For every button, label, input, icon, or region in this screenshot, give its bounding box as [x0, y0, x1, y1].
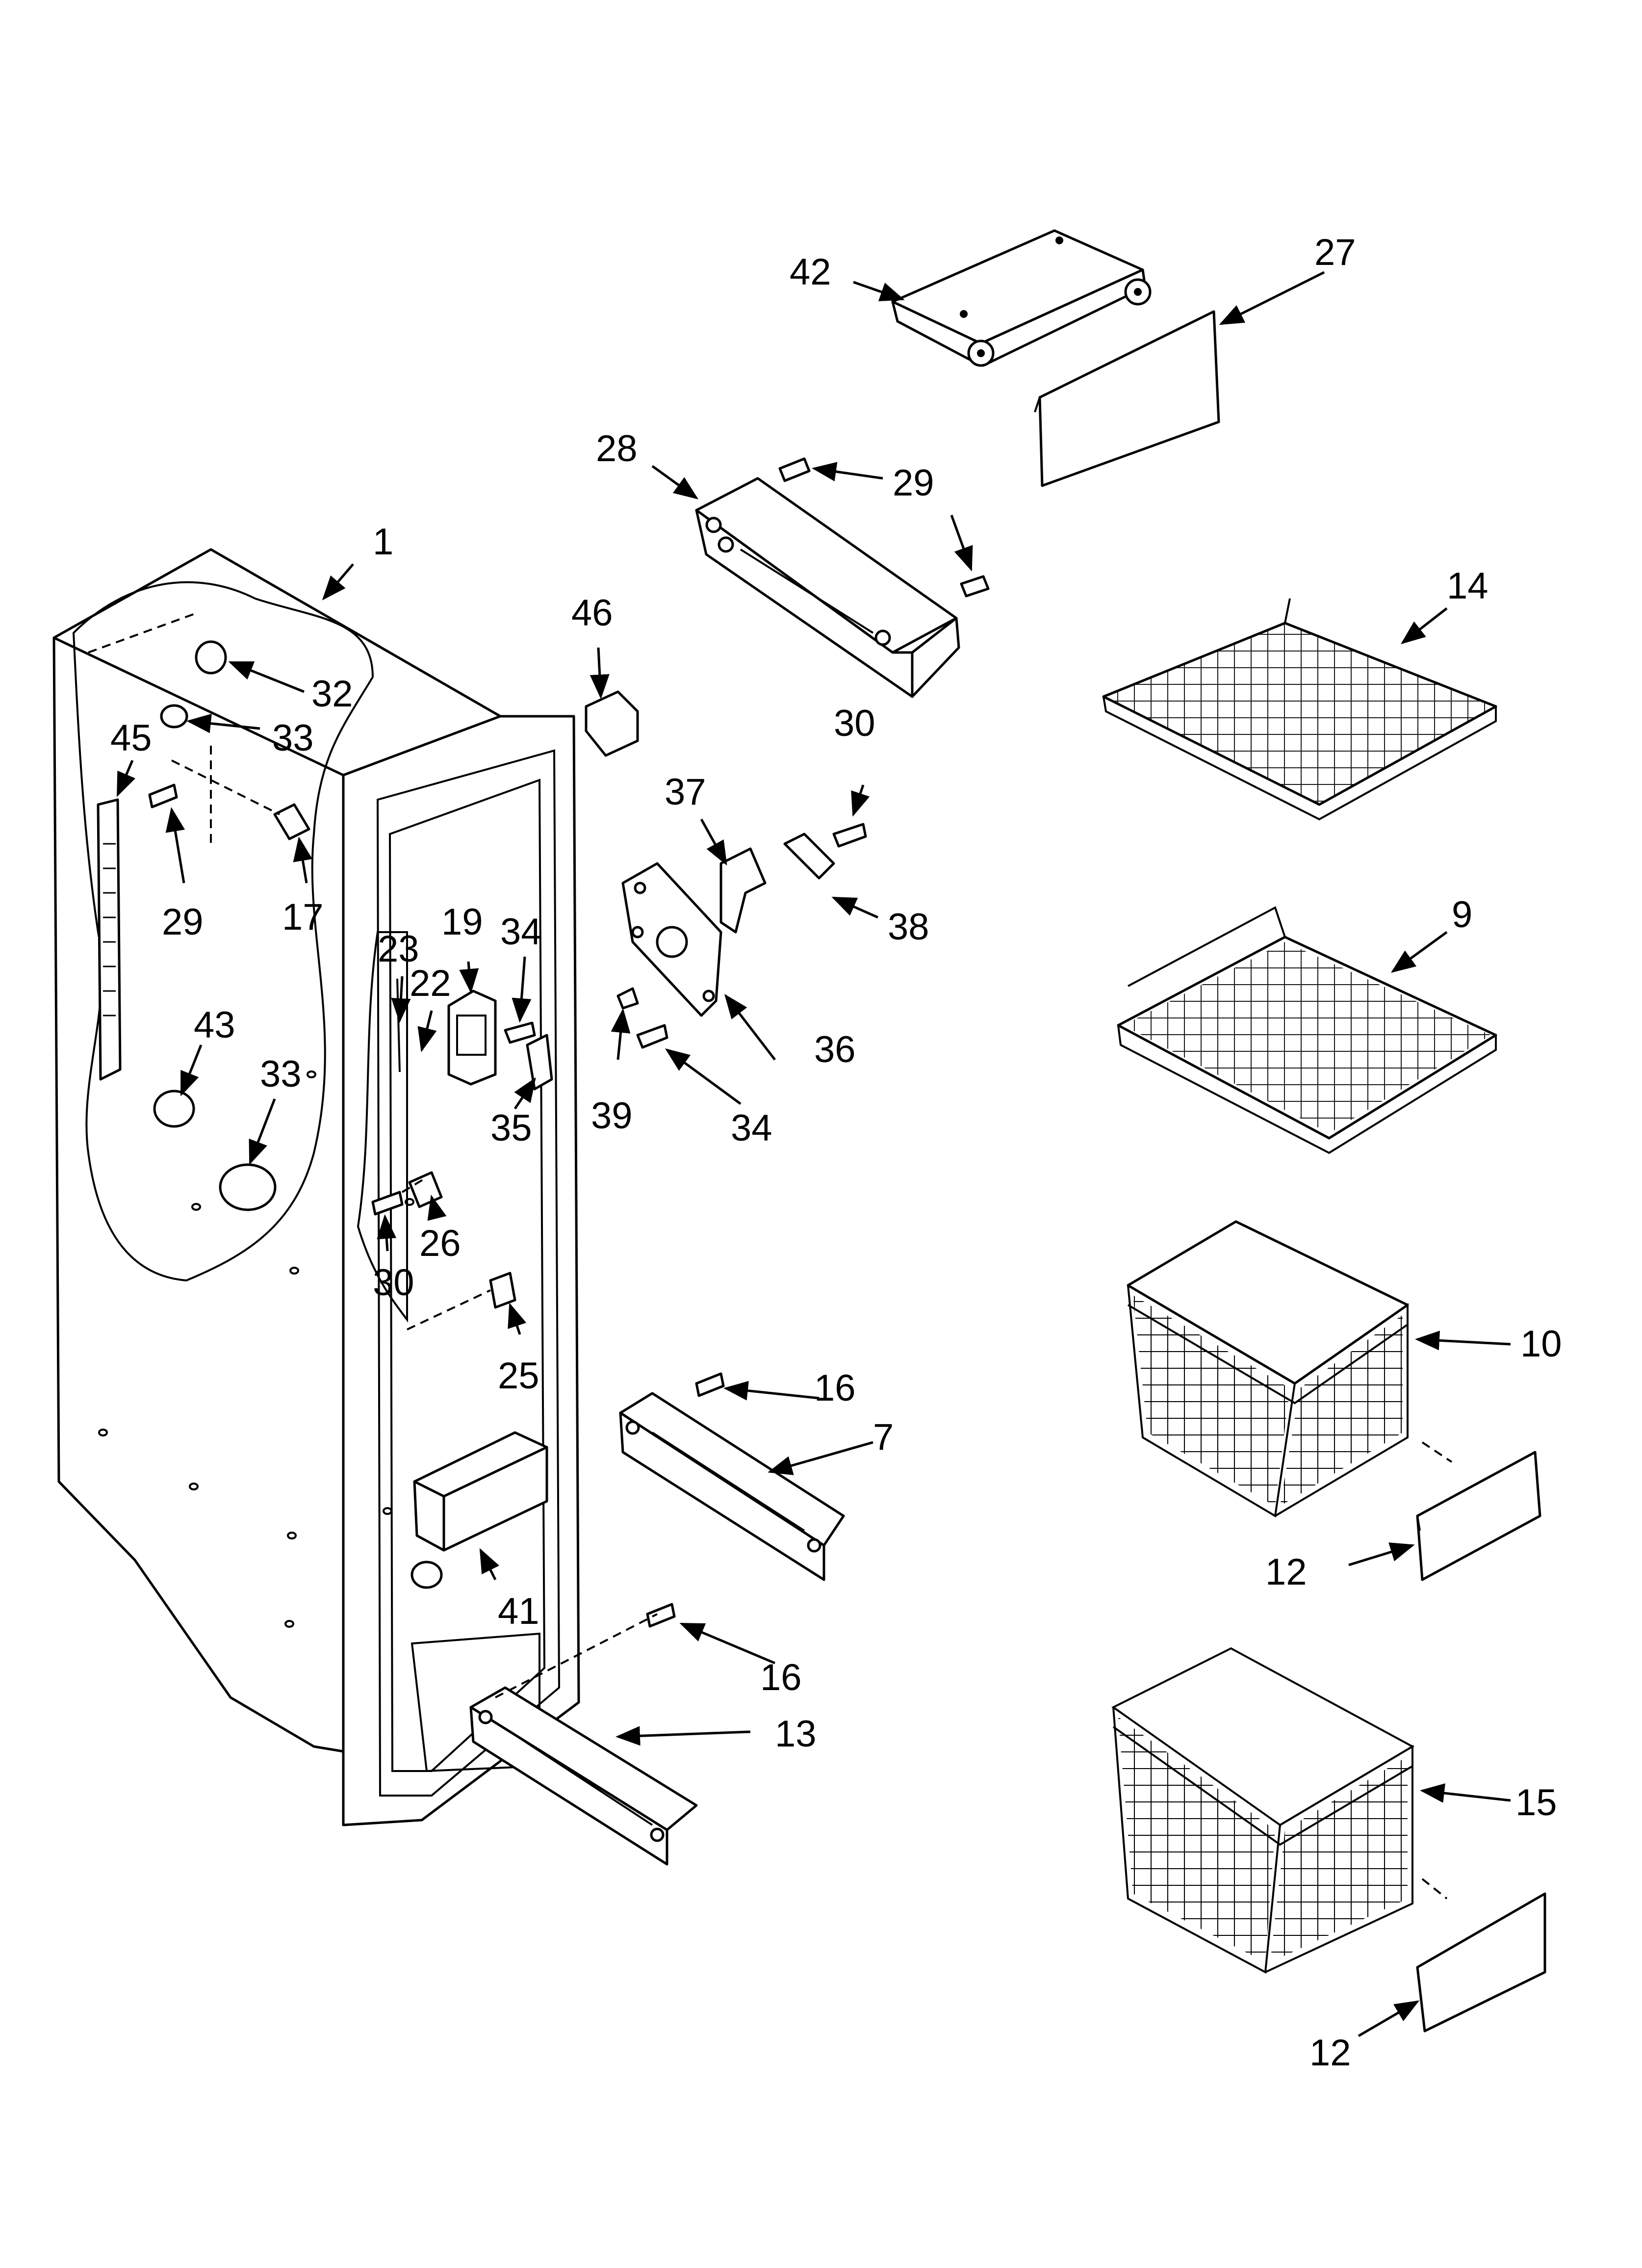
- alignment-lines: [88, 612, 1453, 1900]
- bar-part-45: [97, 798, 122, 1081]
- callout-43: 43: [194, 1004, 235, 1046]
- callout-34-upper: 34: [500, 911, 542, 953]
- callout-12-lower: 12: [1309, 2032, 1351, 2074]
- leader-lines: [116, 271, 1511, 2037]
- basket-handle-part-12-upper: [1416, 1451, 1541, 1581]
- damper-part-46: [585, 690, 639, 757]
- control-housing-part-36: [621, 862, 722, 1017]
- fan-housing-part-41: [410, 1431, 548, 1589]
- callout-28: 28: [596, 428, 638, 469]
- socket-part-43: [153, 1090, 195, 1128]
- bracket-part-28: [695, 477, 960, 698]
- callout-22: 22: [410, 963, 451, 1004]
- callout-17: 17: [282, 896, 324, 938]
- callout-39: 39: [591, 1095, 633, 1137]
- callout-14: 14: [1447, 565, 1488, 607]
- shelf-part-14: [1102, 598, 1497, 821]
- callout-45: 45: [110, 717, 152, 759]
- light-housing-part-32: [195, 640, 227, 675]
- callout-12-upper: 12: [1265, 1551, 1307, 1593]
- rail-part-7: [619, 1392, 845, 1581]
- switch-part-25: [489, 1272, 516, 1309]
- clip-part-17: [273, 803, 310, 840]
- callout-41: 41: [498, 1590, 539, 1632]
- callout-16-upper: 16: [814, 1367, 856, 1409]
- switch-part-19: [447, 990, 497, 1086]
- hinge-bracket-part-42: [891, 229, 1152, 367]
- bracket-part-37: [719, 847, 767, 934]
- callout-25: 25: [498, 1355, 539, 1397]
- callout-29-upper: 29: [893, 462, 934, 504]
- callout-labels: 1 7 9 10 12 12 13 14 15 16 16 17 19 22 2…: [110, 232, 1562, 2074]
- basket-handle-part-12-lower: [1416, 1892, 1546, 2033]
- callout-7: 7: [873, 1416, 894, 1458]
- callout-13: 13: [775, 1713, 817, 1755]
- rail-part-13: [469, 1686, 698, 1866]
- callout-27: 27: [1314, 232, 1356, 273]
- callout-33-lower: 33: [260, 1053, 302, 1095]
- callout-29-left: 29: [162, 901, 204, 943]
- callout-32: 32: [311, 673, 353, 715]
- callout-10: 10: [1520, 1323, 1562, 1365]
- callout-15: 15: [1515, 1782, 1557, 1824]
- cover-part-27: [1034, 310, 1220, 487]
- callout-35: 35: [490, 1107, 532, 1149]
- shelf-part-9: [1117, 906, 1497, 1154]
- callout-23: 23: [378, 928, 419, 970]
- callout-34-lower: 34: [731, 1107, 772, 1149]
- callout-9: 9: [1452, 894, 1472, 936]
- thermistor-board-part-38: [783, 833, 835, 880]
- callout-16-lower: 16: [760, 1657, 802, 1698]
- callout-42: 42: [790, 251, 831, 293]
- callout-33-upper: 33: [272, 717, 314, 759]
- basket-part-15: [1111, 1647, 1415, 1974]
- callout-37: 37: [665, 771, 706, 813]
- callout-26: 26: [419, 1223, 461, 1264]
- bulb-part-33-upper: [160, 704, 188, 729]
- callout-1: 1: [373, 521, 393, 563]
- callout-30-lower: 30: [373, 1262, 414, 1303]
- callout-38: 38: [888, 906, 929, 948]
- bulb-part-33-lower: [219, 1163, 277, 1211]
- callout-46: 46: [571, 592, 613, 634]
- callout-19: 19: [441, 901, 483, 943]
- callout-30-upper: 30: [834, 703, 875, 744]
- basket-part-10: [1127, 1220, 1409, 1518]
- clip-part-35: [526, 1034, 553, 1091]
- screws: [148, 457, 990, 1628]
- callout-36: 36: [814, 1029, 856, 1070]
